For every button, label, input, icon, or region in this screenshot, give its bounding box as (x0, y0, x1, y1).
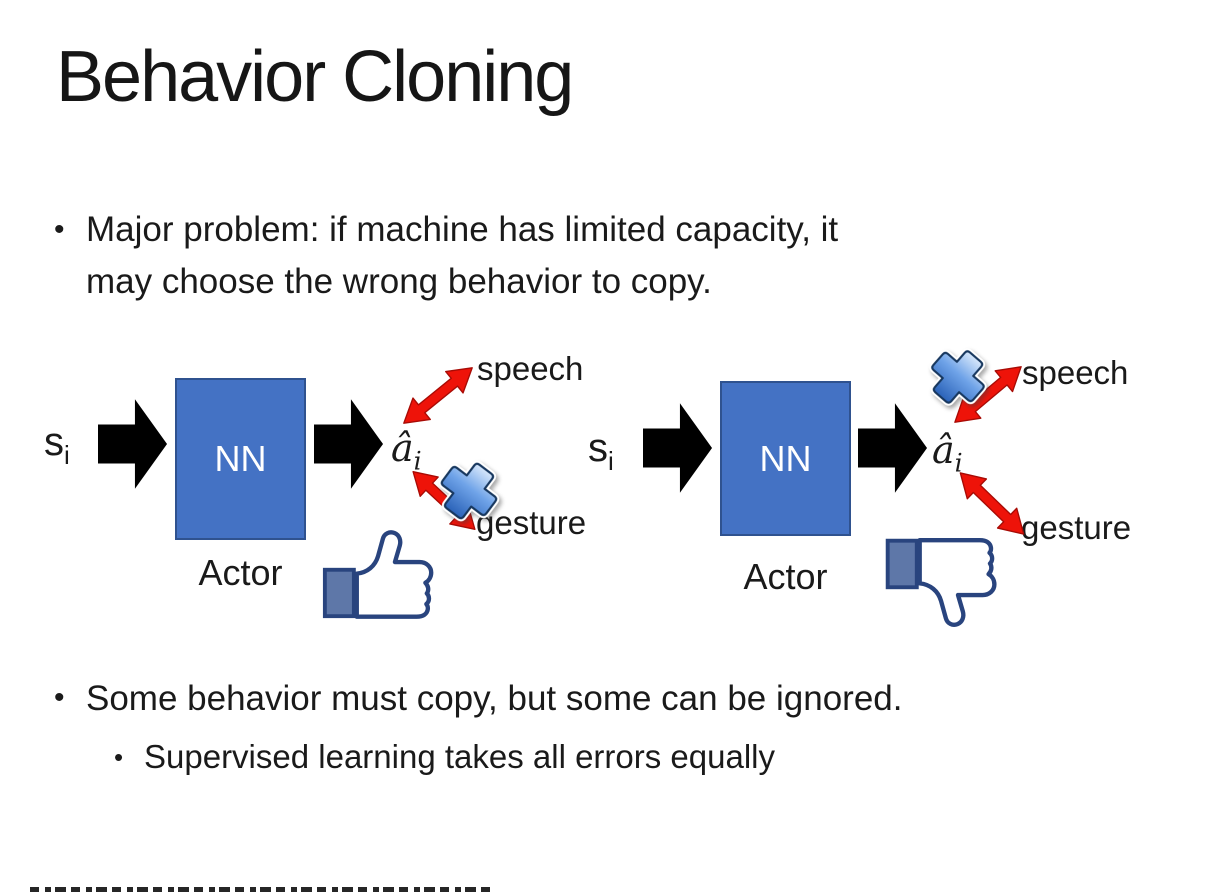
gesture-label-left: gesture (476, 504, 587, 541)
bullet-supervised-learning-text: Supervised learning takes all errors equ… (144, 738, 775, 775)
input-state-label-left: si (44, 420, 70, 470)
bullet-marker: • (114, 742, 124, 772)
actor-label-left: Actor (198, 552, 283, 593)
bullet-some-behavior-text: Some behavior must copy, but some can be… (86, 679, 903, 718)
cross-out-icon (434, 456, 504, 526)
nn-box-left: NN (175, 378, 306, 540)
bullet-major-problem-line2: may choose the wrong behavior to copy. (86, 262, 712, 301)
bullet-some-behavior: • Some behavior must copy, but some can … (54, 672, 902, 726)
thumbs-up-icon (321, 529, 437, 626)
bullet-major-problem: • Major problem: if machine has limited … (54, 204, 838, 308)
bullet-marker: • (54, 681, 65, 714)
input-state-label-right: si (588, 426, 614, 476)
block-arrow-icon (314, 398, 384, 490)
block-arrow-icon (643, 402, 713, 494)
bullet-marker: • (54, 213, 65, 246)
thumbs-down-icon (881, 531, 1003, 628)
bullet-supervised-learning: • Supervised learning takes all errors e… (114, 732, 775, 782)
bullet-major-problem-line1: Major problem: if machine has limited ca… (86, 210, 839, 249)
nn-box-right: NN (720, 381, 851, 536)
actor-label-right: Actor (743, 556, 828, 597)
page-title: Behavior Cloning (56, 37, 574, 117)
output-action-label-right: âi (932, 428, 963, 478)
gesture-label-right: gesture (1021, 509, 1132, 546)
cross-out-icon (926, 344, 990, 410)
nn-box-right-label: NN (759, 437, 812, 479)
double-arrow-speech-icon (392, 354, 484, 438)
speech-label-left: speech (477, 350, 584, 387)
nn-box-left-label: NN (214, 438, 267, 479)
block-arrow-icon (98, 398, 168, 490)
speech-label-right: speech (1022, 354, 1129, 391)
clipped-bottom-text-artifact (30, 887, 492, 892)
output-action-label-left: âi (391, 426, 422, 476)
block-arrow-icon (858, 402, 928, 494)
